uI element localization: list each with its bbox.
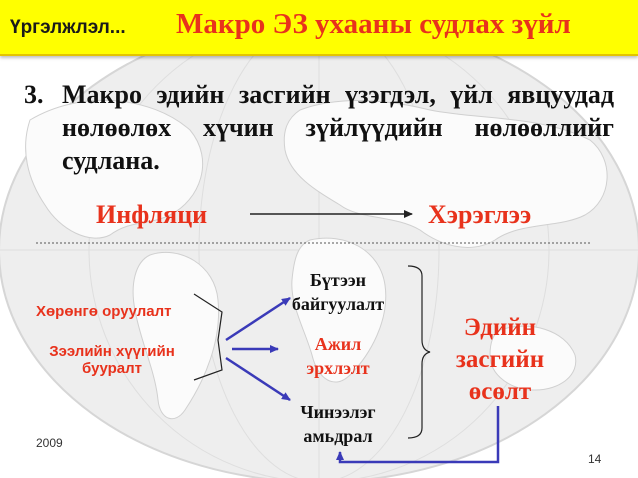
middle-item-employment-line1: Ажил xyxy=(314,334,362,354)
title-prefix: Үргэлжлэл... xyxy=(10,17,126,38)
middle-item-construction: Бүтээн байгуулалт xyxy=(288,268,388,316)
page-number: 14 xyxy=(588,452,602,466)
left-item-investment: Хөрөнгө оруулалт xyxy=(36,303,172,320)
point-number: 3. xyxy=(24,80,44,109)
left-item-interest: Зээлийн хүүгийн бууралт xyxy=(36,343,188,377)
economic-growth: Эдийн засгийн өсөлт xyxy=(440,312,560,408)
middle-item-wellbeing-line2: амьдрал xyxy=(303,426,373,446)
flow-from-label: Инфляци xyxy=(96,200,208,229)
economic-growth-line2: засгийн xyxy=(455,346,545,373)
middle-item-construction-line2: байгуулалт xyxy=(291,294,385,314)
middle-item-wellbeing: Чинээлэг амьдрал xyxy=(282,400,394,448)
slide-title: Макро ЭЗ ухааны судлах зүйл xyxy=(176,8,571,40)
middle-item-wellbeing-line1: Чинээлэг xyxy=(300,402,376,422)
middle-item-employment: Ажил эрхлэлт xyxy=(288,332,388,380)
middle-item-construction-line1: Бүтээн xyxy=(309,270,367,290)
left-item-interest-line2: бууралт xyxy=(82,360,142,377)
title-bar: Үргэлжлэл... Макро ЭЗ ухааны судлах зүйл xyxy=(0,0,638,56)
left-item-interest-line1: Зээлийн хүүгийн xyxy=(49,343,175,360)
economic-growth-line3: өсөлт xyxy=(468,378,532,405)
point-text: Макро эдийн засгийн үзэгдэл, үйл явцууда… xyxy=(62,80,614,175)
middle-item-employment-line2: эрхлэлт xyxy=(306,358,370,378)
flow-to-label: Хэрэглээ xyxy=(428,200,532,229)
footer-year: 2009 xyxy=(36,436,63,450)
economic-growth-line1: Эдийн xyxy=(463,314,537,341)
